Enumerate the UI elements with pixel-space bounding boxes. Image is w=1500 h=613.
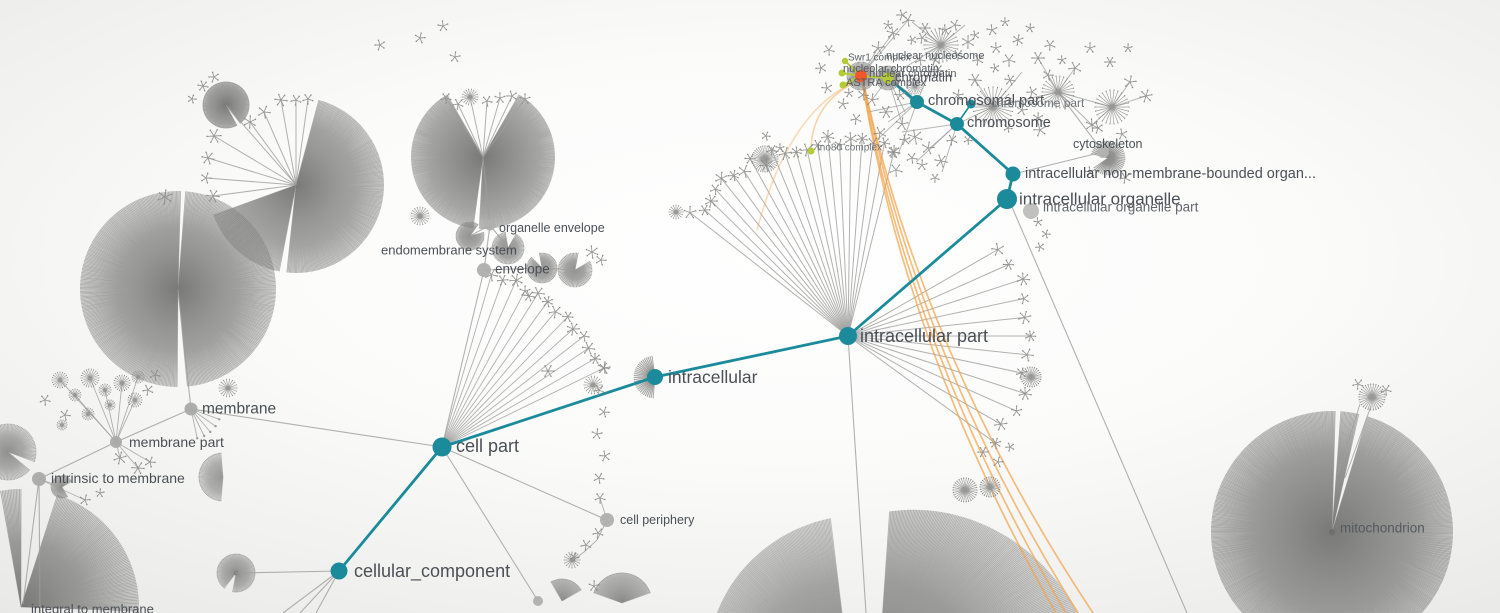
svg-text:cytoskeleton: cytoskeleton <box>1073 137 1143 151</box>
svg-text:chromosome part: chromosome part <box>991 96 1085 110</box>
svg-text:chromosomal part: chromosomal part <box>928 93 1044 109</box>
svg-text:membrane: membrane <box>202 401 276 418</box>
svg-text:Ino80 complex: Ino80 complex <box>817 143 882 154</box>
svg-text:intracellular non-membrane-bou: intracellular non-membrane-bounded organ… <box>1025 166 1316 182</box>
svg-text:chromosome: chromosome <box>967 115 1051 131</box>
svg-text:Swr1 complex: Swr1 complex <box>848 53 911 64</box>
svg-text:nucleolar chromatin: nucleolar chromatin <box>843 63 939 75</box>
svg-text:intracellular: intracellular <box>668 367 758 387</box>
svg-text:nuclear chromatin: nuclear chromatin <box>869 68 956 80</box>
svg-text:chromatin: chromatin <box>895 70 952 85</box>
svg-text:cell periphery: cell periphery <box>620 513 695 527</box>
svg-text:membrane part: membrane part <box>129 434 224 450</box>
svg-text:intracellular organelle part: intracellular organelle part <box>1043 200 1199 215</box>
svg-text:cellular_component: cellular_component <box>354 561 510 582</box>
svg-text:envelope: envelope <box>495 262 550 277</box>
svg-text:intrinsic to membrane: intrinsic to membrane <box>51 470 185 486</box>
svg-text:nuclear nucleosome: nuclear nucleosome <box>886 50 984 62</box>
svg-text:organelle envelope: organelle envelope <box>499 221 605 235</box>
svg-text:intracellular organelle: intracellular organelle <box>1019 190 1181 209</box>
svg-text:intracellular part: intracellular part <box>860 326 988 346</box>
svg-text:ASTRA complex: ASTRA complex <box>846 77 927 89</box>
svg-text:mitochondrion: mitochondrion <box>1340 521 1425 536</box>
svg-text:cell part: cell part <box>456 436 519 456</box>
svg-text:endomembrane system: endomembrane system <box>381 243 517 258</box>
svg-text:integral to membrane: integral to membrane <box>31 602 154 613</box>
